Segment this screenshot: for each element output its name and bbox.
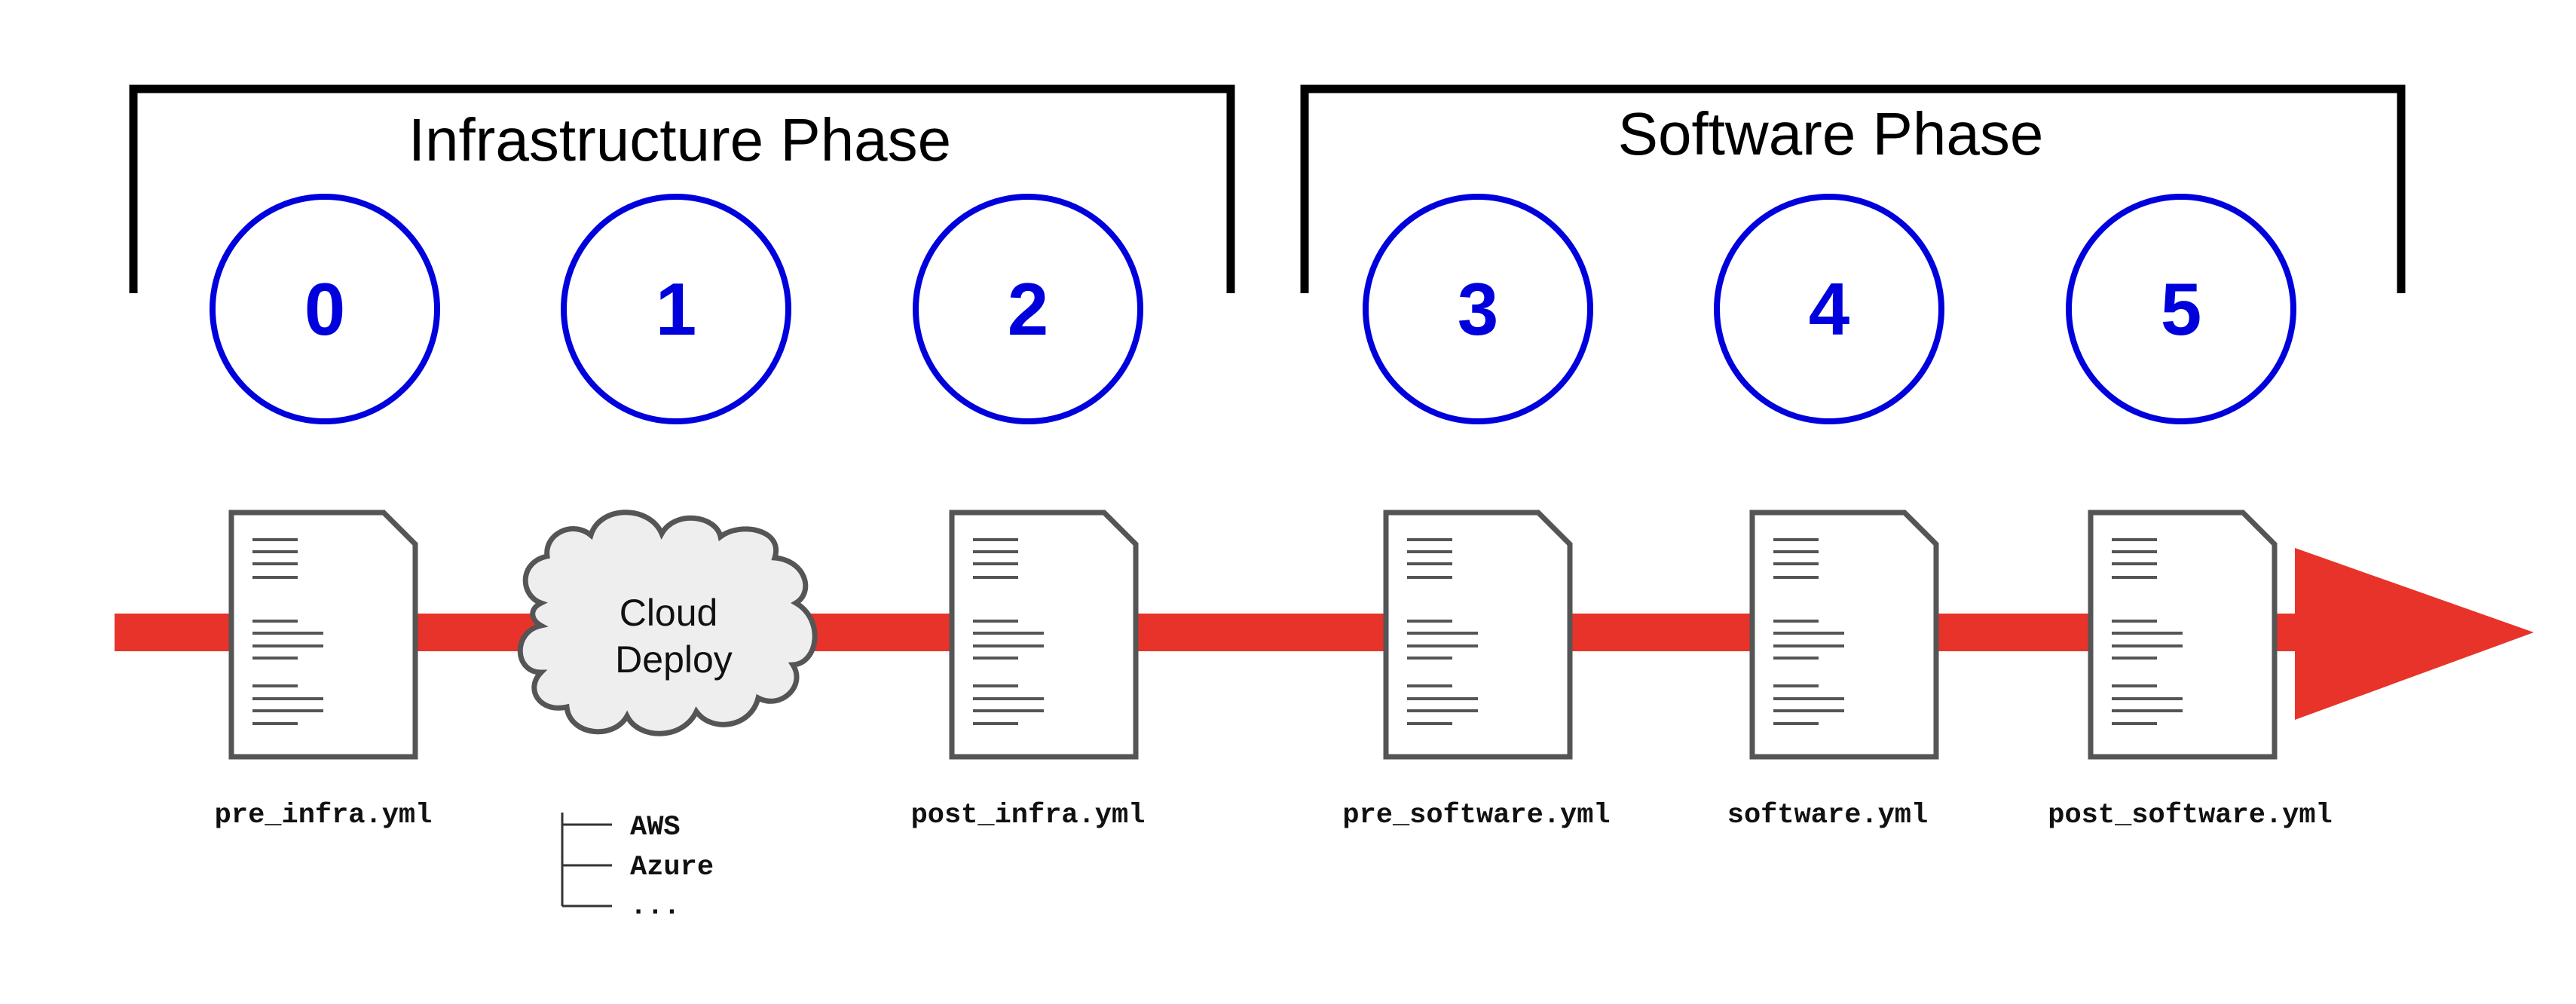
step-circle bbox=[2066, 194, 2296, 424]
step-number: 3 bbox=[1458, 268, 1499, 350]
provider-item: AWS bbox=[630, 812, 681, 843]
timeline-arrow bbox=[115, 548, 2534, 720]
documents bbox=[228, 510, 2278, 760]
file-label: post_infra.yml bbox=[911, 800, 1146, 831]
timeline-arrow-shaft bbox=[115, 614, 2315, 651]
step-1-badge: 1 bbox=[561, 194, 791, 424]
step-2-badge: 2 bbox=[913, 194, 1143, 424]
document-icon bbox=[228, 510, 418, 760]
phase-software: Software Phase bbox=[1300, 84, 2406, 293]
step-5-badge: 5 bbox=[2066, 194, 2296, 424]
phase-bracket bbox=[1300, 84, 2406, 293]
provider-item: ... bbox=[630, 891, 681, 923]
tree-connector bbox=[561, 813, 612, 908]
step-number: 1 bbox=[656, 268, 697, 350]
file-label: pre_infra.yml bbox=[215, 800, 433, 831]
step-circles: 0 1 2 3 4 5 bbox=[210, 194, 2296, 424]
provider-item: Azure bbox=[630, 852, 714, 883]
step-number: 4 bbox=[1809, 268, 1850, 350]
phase-bracket bbox=[129, 84, 1235, 293]
phase-infrastructure: Infrastructure Phase bbox=[129, 84, 1235, 293]
document-icon bbox=[1383, 510, 1573, 760]
step-circle bbox=[1363, 194, 1593, 424]
file-label: post_software.yml bbox=[2048, 800, 2332, 831]
step-3-badge: 3 bbox=[1363, 194, 1593, 424]
step-circle bbox=[210, 194, 440, 424]
step-0-badge: 0 bbox=[210, 194, 440, 424]
document-icon bbox=[1749, 510, 1939, 760]
file-labels: pre_infra.yml post_infra.yml pre_softwar… bbox=[215, 800, 2333, 831]
arrow-right-icon bbox=[2295, 548, 2534, 720]
file-label: pre_software.yml bbox=[1342, 800, 1610, 831]
cloud-label-line: Cloud bbox=[620, 592, 718, 634]
step-circle bbox=[561, 194, 791, 424]
step-number: 0 bbox=[304, 268, 346, 350]
cloud-label-line: Deploy bbox=[615, 638, 733, 681]
cloud-label: Cloud Deploy bbox=[615, 592, 733, 681]
document-icon bbox=[949, 510, 1139, 760]
cloud-icon: Cloud Deploy bbox=[517, 510, 818, 736]
provider-tree: AWS Azure ... bbox=[561, 812, 714, 923]
document-icon bbox=[2088, 510, 2278, 760]
phase-title: Software Phase bbox=[1618, 100, 2044, 167]
step-number: 5 bbox=[2161, 268, 2202, 350]
cloud-shape bbox=[517, 510, 818, 736]
step-4-badge: 4 bbox=[1714, 194, 1944, 424]
phase-title: Infrastructure Phase bbox=[408, 106, 951, 173]
step-circle bbox=[913, 194, 1143, 424]
step-number: 2 bbox=[1008, 268, 1049, 350]
file-label: software.yml bbox=[1727, 800, 1928, 831]
step-circle bbox=[1714, 194, 1944, 424]
